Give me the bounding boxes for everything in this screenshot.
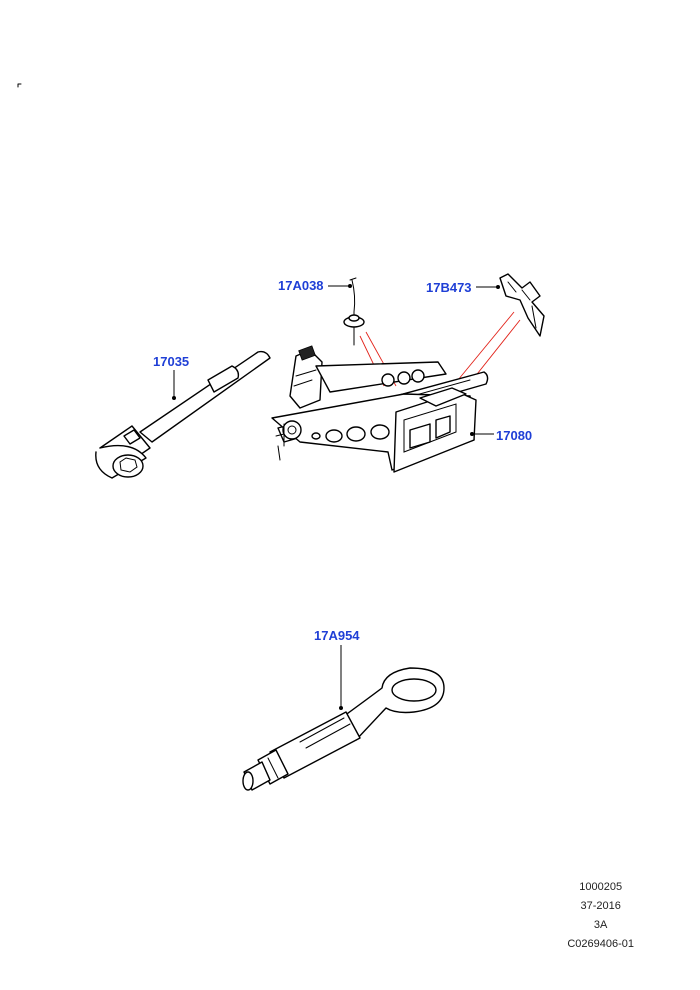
reference-line-3: 3A	[593, 919, 608, 931]
wheel-brace-drawing	[95, 350, 271, 479]
reference-line-2: 37-2016	[580, 900, 621, 912]
callout-wheel-brace: 17035	[153, 354, 189, 369]
callout-towing-eye: 17A954	[314, 628, 360, 643]
leader-dot-wheel-brace	[172, 396, 176, 400]
towing-eye-drawing	[242, 667, 445, 791]
callout-jack: 17080	[496, 428, 532, 443]
reference-line-1: 1000205	[579, 881, 623, 893]
jack-drawing	[271, 345, 489, 473]
leader-dot-jack	[470, 432, 474, 436]
callout-jack-support: 17A038	[278, 278, 324, 293]
jack-support-drawing	[343, 277, 365, 346]
leader-dot-towing-eye	[339, 706, 343, 710]
drawing-reference-block: 1000205 37-2016 3A C0269406-01	[567, 878, 634, 954]
callout-jack-bracket: 17B473	[426, 280, 472, 295]
leader-dot-jack-support	[348, 284, 352, 288]
corner-mark	[17, 83, 22, 88]
reference-line-4: C0269406-01	[567, 938, 634, 950]
leader-dot-jack-bracket	[496, 285, 500, 289]
jack-bracket-drawing	[499, 273, 545, 337]
